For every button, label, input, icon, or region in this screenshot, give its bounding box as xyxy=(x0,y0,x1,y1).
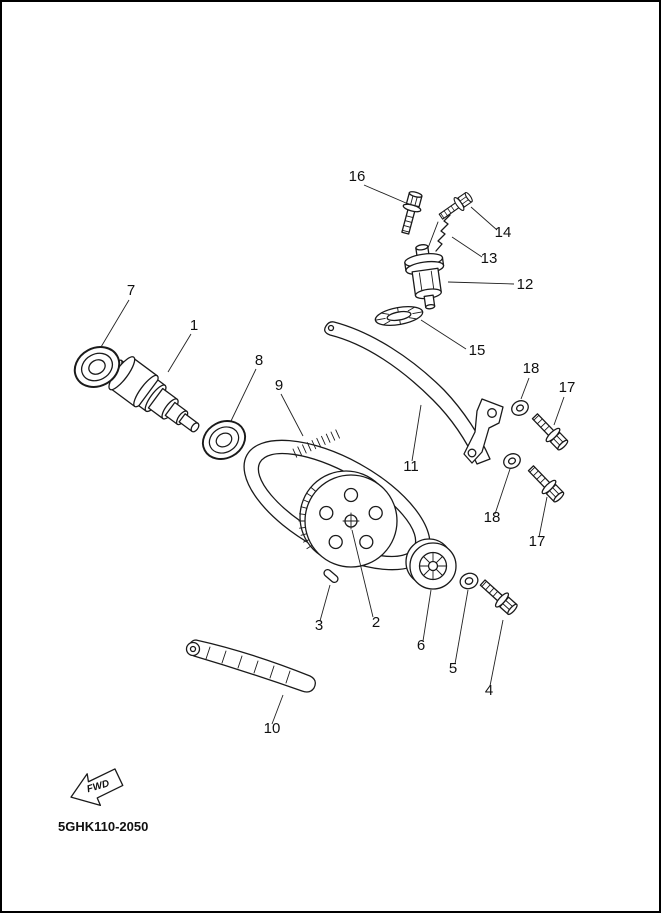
callout-15: 15 xyxy=(469,342,486,359)
callout-18-upper: 18 xyxy=(523,360,540,377)
callout-1: 1 xyxy=(190,317,198,334)
spring-part-13 xyxy=(435,214,451,252)
washer-part-18-upper xyxy=(508,397,532,419)
callout-12: 12 xyxy=(517,276,534,293)
callout-16: 16 xyxy=(349,168,366,185)
washer-part-18-lower xyxy=(500,450,524,472)
gasket-part-15 xyxy=(374,305,424,327)
callout-14: 14 xyxy=(495,224,512,241)
callout-5: 5 xyxy=(449,660,457,677)
callout-11: 11 xyxy=(403,458,419,475)
sprocket-part-2 xyxy=(298,470,398,568)
callout-6: 6 xyxy=(417,637,425,654)
camshaft-part-1 xyxy=(108,356,200,433)
callout-4: 4 xyxy=(485,682,493,699)
chain-guide-part-11 xyxy=(324,321,504,465)
callout-9: 9 xyxy=(275,377,283,394)
leader-lines xyxy=(100,184,565,725)
bolt-part-4 xyxy=(476,575,521,619)
chain-links xyxy=(292,429,340,458)
washer-part-5 xyxy=(459,572,479,590)
diagram-code: 5GHK110-2050 xyxy=(58,819,148,834)
callout-8: 8 xyxy=(255,352,263,369)
tensioner-part-12 xyxy=(404,244,445,310)
sprocket-teeth xyxy=(298,487,317,550)
callout-labels: 16 14 13 12 15 7 1 8 9 18 17 11 18 17 2 … xyxy=(127,168,576,737)
callout-3: 3 xyxy=(315,617,323,634)
dowel-pin-part-3 xyxy=(323,568,339,584)
callout-18-lower: 18 xyxy=(484,509,501,526)
callout-13: 13 xyxy=(481,250,498,267)
plate-part-6 xyxy=(405,538,457,590)
bolt-part-14 xyxy=(435,189,476,224)
bolt-part-17-lower xyxy=(523,461,568,506)
callout-10: 10 xyxy=(264,720,281,737)
callout-2: 2 xyxy=(372,614,380,631)
bolt-part-16 xyxy=(395,189,426,237)
assembly-axis-line xyxy=(427,221,439,249)
bearing-part-8 xyxy=(195,412,253,468)
fwd-arrow: FWD xyxy=(70,768,124,807)
callout-17-lower: 17 xyxy=(529,533,546,550)
callout-17-upper: 17 xyxy=(559,379,576,396)
callout-7: 7 xyxy=(127,282,135,299)
bolt-part-17-upper xyxy=(527,409,572,454)
fwd-arrow-icon xyxy=(70,768,124,807)
chain-guide-part-10 xyxy=(185,639,316,693)
